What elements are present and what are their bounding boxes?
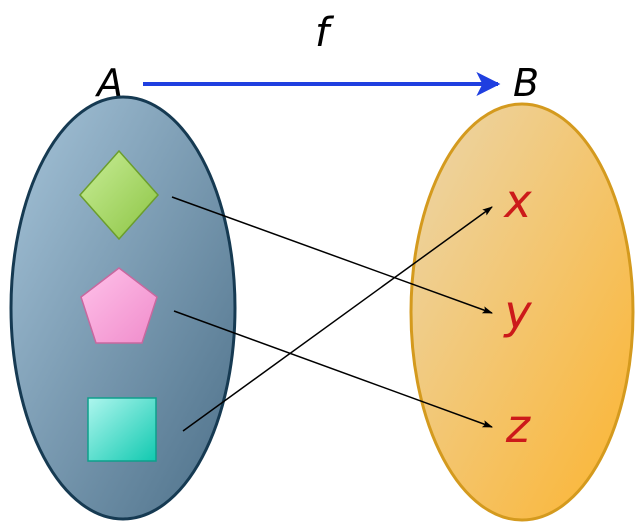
pentagon-element xyxy=(80,267,158,344)
codomain-element-y: y xyxy=(502,285,532,339)
codomain-label: B xyxy=(513,61,539,105)
mapping-arrow-square-to-x xyxy=(182,206,493,432)
function-label: f xyxy=(315,10,335,56)
codomain-element-z: z xyxy=(505,399,531,453)
mapping-arrow-pentagon-to-z xyxy=(173,310,493,428)
square-element xyxy=(87,397,157,462)
diamond-element xyxy=(78,149,160,241)
codomain-set-ellipse xyxy=(409,102,635,522)
mapping-arrow-diamond-to-y xyxy=(171,196,493,314)
codomain-element-x: x xyxy=(502,174,532,228)
